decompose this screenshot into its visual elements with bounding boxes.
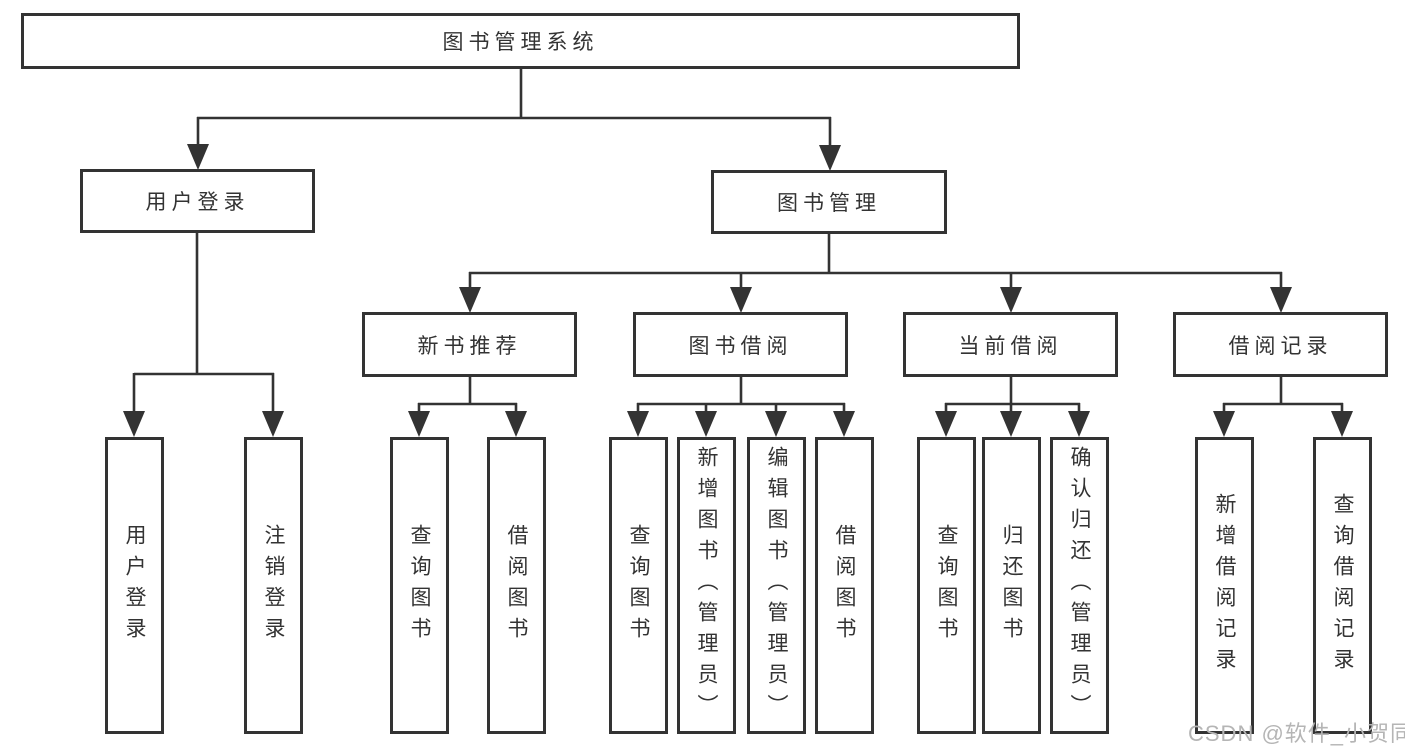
leaf-borrow-books: 借阅图书 — [815, 437, 874, 734]
connector-current-borrow-to-leaves — [935, 376, 1090, 437]
arrowhead — [833, 411, 855, 437]
arrowhead — [262, 411, 284, 437]
csdn-watermark: CSDN @软件_小贺同学 — [1188, 721, 1405, 746]
connector-borrow-records-to-leaves — [1213, 376, 1353, 437]
leaf-user-login: 用户登录 — [105, 437, 164, 734]
leaf-query-books-recommend: 查询图书 — [390, 437, 449, 734]
arrowhead — [1213, 411, 1235, 437]
leaf-borrow-books-recommend: 借阅图书 — [487, 437, 546, 734]
arrowhead — [459, 287, 481, 313]
arrowhead — [1270, 287, 1292, 313]
arrowhead — [765, 411, 787, 437]
leaf-edit-book-admin: 编辑图书（管理员） — [747, 437, 806, 734]
arrowhead — [1000, 411, 1022, 437]
arrowhead — [627, 411, 649, 437]
node-user-login: 用户登录 — [80, 169, 315, 233]
arrowhead — [695, 411, 717, 437]
arrowhead — [819, 145, 841, 171]
leaf-query-books-current: 查询图书 — [917, 437, 976, 734]
arrowhead — [935, 411, 957, 437]
arrowhead — [408, 411, 430, 437]
connector-root-to-level2 — [187, 67, 841, 171]
node-new-book-recommend: 新书推荐 — [362, 312, 577, 377]
arrowhead — [1331, 411, 1353, 437]
leaf-logout: 注销登录 — [244, 437, 303, 734]
leaf-query-books-borrow: 查询图书 — [609, 437, 668, 734]
node-book-borrow: 图书借阅 — [633, 312, 848, 377]
arrowhead — [505, 411, 527, 437]
node-current-borrow: 当前借阅 — [903, 312, 1118, 377]
leaf-add-book-admin: 新增图书（管理员） — [677, 437, 736, 734]
arrowhead — [187, 144, 209, 170]
arrowhead — [1068, 411, 1090, 437]
node-root-system: 图书管理系统 — [21, 13, 1020, 69]
arrowhead — [1000, 287, 1022, 313]
leaf-return-book: 归还图书 — [982, 437, 1041, 734]
arrowhead — [123, 411, 145, 437]
connector-book-borrow-to-leaves — [627, 376, 855, 437]
leaf-query-borrow-record: 查询借阅记录 — [1313, 437, 1372, 734]
node-borrow-records: 借阅记录 — [1173, 312, 1388, 377]
leaf-confirm-return-admin: 确认归还（管理员） — [1050, 437, 1109, 734]
connector-user-login-to-leaves — [123, 232, 284, 437]
connector-book-management-to-level3 — [459, 233, 1292, 313]
connector-new-book-to-leaves — [408, 376, 527, 437]
arrowhead — [730, 287, 752, 313]
leaf-add-borrow-record: 新增借阅记录 — [1195, 437, 1254, 734]
node-book-management: 图书管理 — [711, 170, 947, 234]
